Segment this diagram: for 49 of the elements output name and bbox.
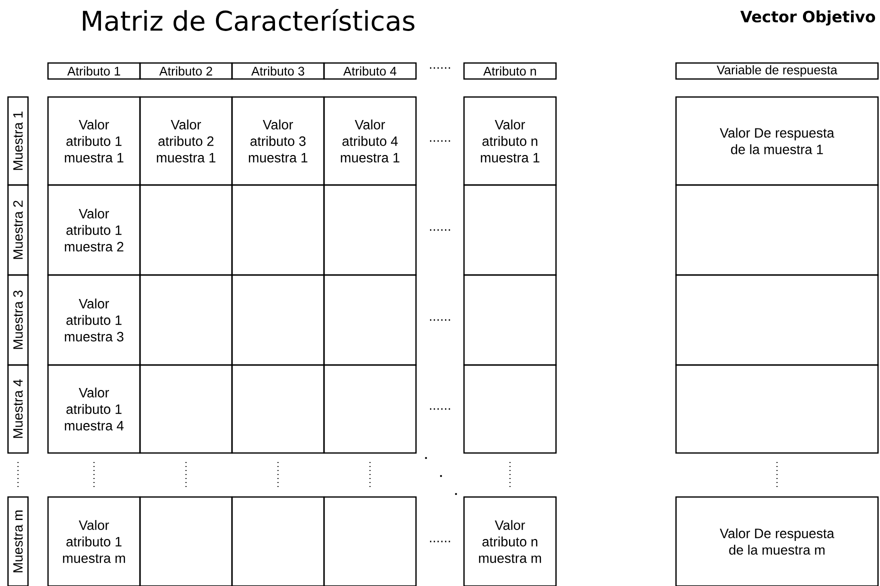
row-label-cell: Muestra 3: [7, 274, 29, 366]
table-cell: Valor atributo n muestra m: [463, 496, 557, 586]
table-cell: Valor atributo 1 muestra 1: [47, 96, 141, 186]
table-cell: [139, 274, 233, 366]
ellipsis: ......: [430, 319, 450, 321]
title: Vector Objetivo: [740, 10, 876, 26]
table-cell: Valor atributo 1 muestra 4: [47, 364, 141, 454]
table-cell: [463, 274, 557, 366]
table-cell: [675, 274, 879, 366]
table-cell: Valor atributo 1 muestra 2: [47, 184, 141, 276]
table-cell: [463, 184, 557, 276]
header-cell: Atributo 2: [139, 62, 233, 80]
header-cell: Atributo 3: [231, 62, 325, 80]
table-cell: [675, 184, 879, 276]
row-label-cell: Muestra 1: [7, 96, 29, 186]
table-cell: Valor De respuesta de la muestra m: [675, 496, 879, 586]
row-label-cell: Muestra m: [7, 496, 29, 586]
ellipsis: ......: [430, 540, 450, 542]
row-label-cell: Muestra 4: [7, 364, 29, 454]
title: Matriz de Características: [82, 9, 414, 31]
ellipsis: ......: [430, 408, 450, 410]
ellipsis: ......: [430, 140, 450, 142]
table-cell: [323, 184, 417, 276]
table-cell: [323, 274, 417, 366]
ellipsis: ......: [430, 67, 450, 69]
table-cell: [323, 364, 417, 454]
table-cell: Valor atributo n muestra 1: [463, 96, 557, 186]
table-cell: [231, 496, 325, 586]
table-cell: [231, 274, 325, 366]
table-cell: [323, 496, 417, 586]
header-cell: Atributo 4: [323, 62, 417, 80]
table-cell: [231, 184, 325, 276]
table-cell: Valor De respuesta de la muestra 1: [675, 96, 879, 186]
table-cell: Valor atributo 1 muestra 3: [47, 274, 141, 366]
table-cell: [139, 364, 233, 454]
table-cell: [231, 364, 325, 454]
table-cell: Valor atributo 2 muestra 1: [139, 96, 233, 186]
header-cell: Atributo n: [463, 62, 557, 80]
header-cell: Variable de respuesta: [675, 62, 879, 80]
table-cell: [139, 184, 233, 276]
table-cell: [675, 364, 879, 454]
row-label-cell: Muestra 2: [7, 184, 29, 276]
header-cell: Atributo 1: [47, 62, 141, 80]
table-cell: [463, 364, 557, 454]
table-cell: Valor atributo 4 muestra 1: [323, 96, 417, 186]
table-cell: Valor atributo 1 muestra m: [47, 496, 141, 586]
ellipsis: ......: [430, 229, 450, 231]
table-cell: [139, 496, 233, 586]
table-cell: Valor atributo 3 muestra 1: [231, 96, 325, 186]
